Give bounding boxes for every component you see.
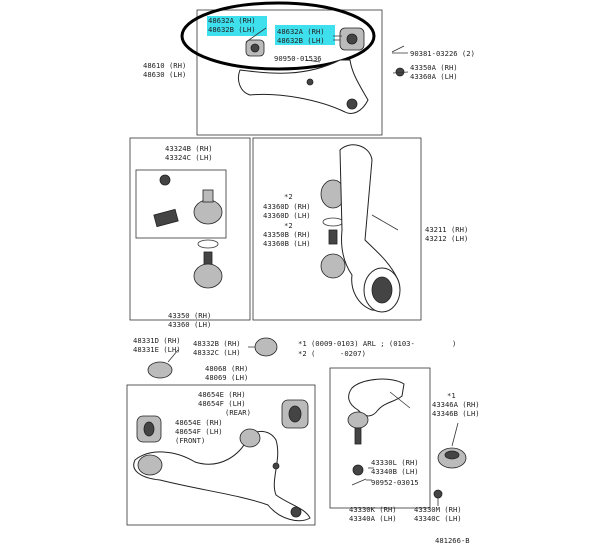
lower-arm-rear-eye [239,428,261,448]
label-q3: 43346B (LH) [432,409,480,418]
label-j2: 43360 (LH) [168,320,211,329]
label-i1: 43211 (RH) [425,225,468,234]
knuckle-box [252,137,422,321]
bump-stop [254,337,278,357]
label-k2: 48331E (LH) [133,345,181,354]
lower-top-leaders [167,346,255,363]
label-p2: 48654F (LH) [175,427,223,436]
lower-arm-hole [272,462,280,470]
label-h4: *2 [284,221,293,230]
upper-arm-box [196,9,383,136]
label-s1: 90952-03015 [371,478,419,487]
label-t2: 43340A (LH) [349,514,397,523]
label-m3: *2 ( [298,349,315,358]
lower-ball-joint-leaders [366,391,411,481]
label-q2: 43346A (RH) [432,400,480,409]
right-leaders [437,422,459,506]
ball-housing [193,263,223,289]
lower-ball-joint-nut [352,464,364,476]
label-d2: 48630 (LH) [143,70,186,79]
label-e1: 90950-01536 [274,54,322,63]
label-o3: (REAR) [225,408,251,417]
label-a2: 48632B (LH) [208,25,256,34]
label-g1: 43324B (RH) [165,144,213,153]
rear-bushing-center [288,405,302,423]
knuckle-stud [328,229,338,245]
label-o1: 48654E (RH) [198,390,246,399]
label-l2: 48332C (LH) [193,348,241,357]
label-r2: 43340B (LH) [371,467,419,476]
label-h6: 43360B (LH) [263,239,311,248]
lower-ball-joint-box [329,367,431,509]
dust-cover-center [444,450,460,460]
boot-top [202,189,214,203]
label-q1: *1 [447,391,456,400]
label-p1: 48654E (RH) [175,418,223,427]
label-m2: ) [452,339,456,348]
label-t1: 43330K (RH) [349,505,397,514]
label-f2: 43360A (LH) [410,72,458,81]
lower-ball-joint-stud [354,427,362,445]
bushing-right-center [346,33,358,45]
bushing-left-center [250,43,260,53]
upper-leaders [245,27,409,74]
nut-small [159,174,171,186]
label-h3: 43360D (LH) [263,211,311,220]
label-h2: 43360D (RH) [263,202,311,211]
highlight-a [207,16,267,36]
bushing-48331 [147,361,173,379]
front-bushing-center [143,421,155,437]
label-v1: 481266-B [435,536,470,545]
lower-arm-ball [290,506,302,518]
label-n2: 48069 (LH) [205,373,248,382]
ball-joint-box [129,137,251,321]
label-i2: 43212 (LH) [425,234,468,243]
label-f1: 43350A (RH) [410,63,458,72]
lower-ball-joint-boot [347,411,369,429]
lower-ball-joint-bracket [348,378,405,417]
label-k1: 48331D (RH) [133,336,181,345]
label-o2: 48654F (LH) [198,399,246,408]
knuckle-ball [320,253,346,279]
lower-arm-box [126,384,316,526]
highlight-oval [180,1,376,71]
upper-arm-hole [306,78,314,86]
label-d1: 48610 (RH) [143,61,186,70]
snap-ring [197,239,219,249]
cotter-pin [153,208,179,228]
labels: 48632A (RH) 48632B (LH) 48632A (RH) 4863… [133,16,480,545]
lower-ball-joint-bolt [351,478,367,486]
knuckle-ring [322,217,344,227]
label-n1: 48068 (RH) [205,364,248,373]
boot [193,199,223,225]
label-u2: 43340C (LH) [414,514,462,523]
label-l1: 48332B (RH) [193,339,241,348]
label-u1: 43330M (RH) [414,505,462,514]
label-p3: (FRONT) [175,436,205,445]
knuckle-leader [371,214,399,231]
highlight-b [275,25,335,45]
bolt-90381 [391,45,405,53]
label-g2: 43324C (LH) [165,153,213,162]
label-m1: *1 (0009-0103) ARL ; (0103- [298,339,415,348]
label-b1: 48632A (RH) [277,27,325,36]
label-j1: 43350 (RH) [168,311,211,320]
knuckle-hub-center [371,276,393,304]
label-c1: 90381-03226 (2) [410,49,475,58]
lower-arm-front-eye [137,454,163,476]
label-b2: 48632B (LH) [277,36,325,45]
nut-43330M [433,489,443,499]
upper-arm-ball [346,98,358,110]
label-a1: 48632A (RH) [208,16,256,25]
label-h1: *2 [284,192,293,201]
label-r1: 43330L (RH) [371,458,419,467]
ball-joint-inner-box [135,169,227,239]
label-h5: 43350B (RH) [263,230,311,239]
upper-arm [237,59,369,114]
lower-arm [133,431,311,522]
label-m4: -0207) [340,349,366,358]
